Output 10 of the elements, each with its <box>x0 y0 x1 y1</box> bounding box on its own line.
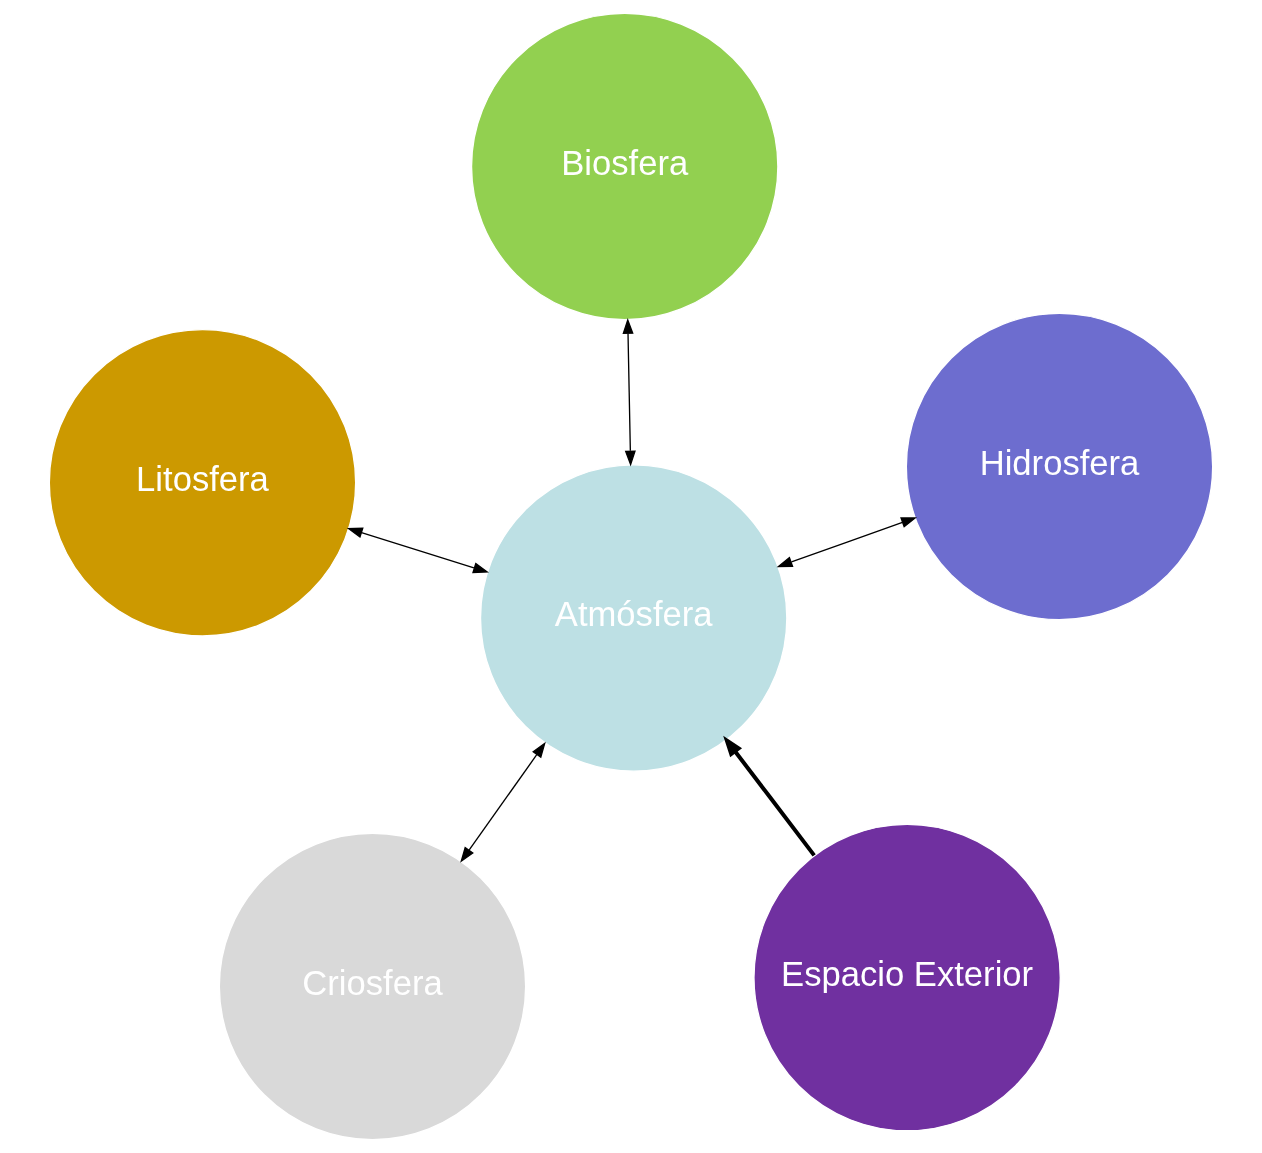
arrow <box>776 517 918 568</box>
arrow <box>622 317 636 467</box>
node-circle: Espacio Exterior <box>753 823 1061 1132</box>
arrow <box>460 741 546 863</box>
arrow <box>723 735 816 857</box>
arrow <box>346 527 489 574</box>
node-circle: Hidrosfera <box>905 312 1214 621</box>
node-circle: Litosfera <box>48 328 357 637</box>
node-circle: Biosfera <box>470 12 779 321</box>
node-circle: Atmósfera <box>479 464 788 772</box>
